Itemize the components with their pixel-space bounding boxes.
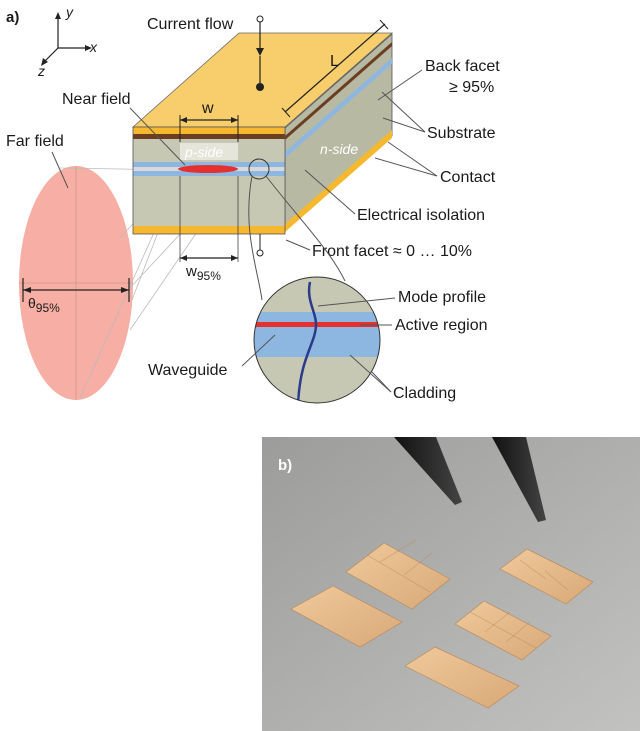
panel-a-tag: a) — [6, 9, 19, 26]
tweezer-tip-left — [394, 437, 462, 505]
width-dimension — [179, 115, 239, 142]
contact-label: Contact — [440, 169, 496, 186]
front-facet-label: Front facet ≈ 0 … 10% — [312, 243, 472, 260]
current-flow-label: Current flow — [147, 16, 234, 33]
cladding-label: Cladding — [393, 385, 456, 402]
near-field-spot — [178, 165, 238, 173]
back-facet-label-line1: Back facet — [425, 58, 500, 75]
mode-profile-label: Mode profile — [398, 289, 486, 306]
top-contact-layer — [133, 127, 285, 134]
length-label: L — [330, 53, 339, 70]
length-dimension — [281, 19, 389, 118]
far-field-ellipse — [19, 166, 133, 400]
laser-bar-chip — [454, 600, 552, 661]
theta-dimension — [22, 278, 130, 302]
substrate-layer — [133, 176, 285, 226]
panel-b-tag: b) — [278, 457, 292, 474]
isolation-layer — [133, 134, 285, 139]
near-field-label: Near field — [62, 91, 130, 108]
tweezer-tip-right — [492, 437, 546, 522]
far-field-label: Far field — [6, 133, 64, 150]
width-label: w — [201, 100, 214, 117]
mode-profile-curve — [296, 281, 318, 403]
axis-y-label: y — [65, 4, 74, 20]
waveguide-label: Waveguide — [148, 362, 228, 379]
w95-dimension — [179, 176, 239, 262]
n-side-label: n-side — [320, 141, 358, 157]
coordinate-axes: y x z — [37, 4, 98, 79]
active-region-label: Active region — [395, 317, 488, 334]
p-side-label: p-side — [184, 144, 223, 160]
laser-bar-chip — [345, 539, 451, 610]
bottom-contact-layer — [133, 226, 285, 234]
panel-b-photo: b) — [262, 437, 640, 731]
substrate-label: Substrate — [427, 125, 496, 142]
panel-a: a) y x z — [6, 4, 500, 404]
axis-z-label: z — [37, 63, 45, 79]
laser-bar-chip — [499, 548, 594, 605]
axis-x-label: x — [89, 39, 98, 55]
w95-label: w95% — [185, 263, 221, 283]
back-facet-label-line2: ≥ 95% — [449, 79, 494, 96]
laser-bar-chip — [290, 585, 403, 648]
current-flow-arrow — [256, 15, 264, 257]
electrical-isolation-label: Electrical isolation — [357, 207, 485, 224]
laser-chip-block — [131, 32, 394, 235]
laser-bar-chip — [404, 646, 520, 709]
waveguide-layer — [133, 162, 285, 167]
theta-label: θ95% — [28, 295, 60, 315]
